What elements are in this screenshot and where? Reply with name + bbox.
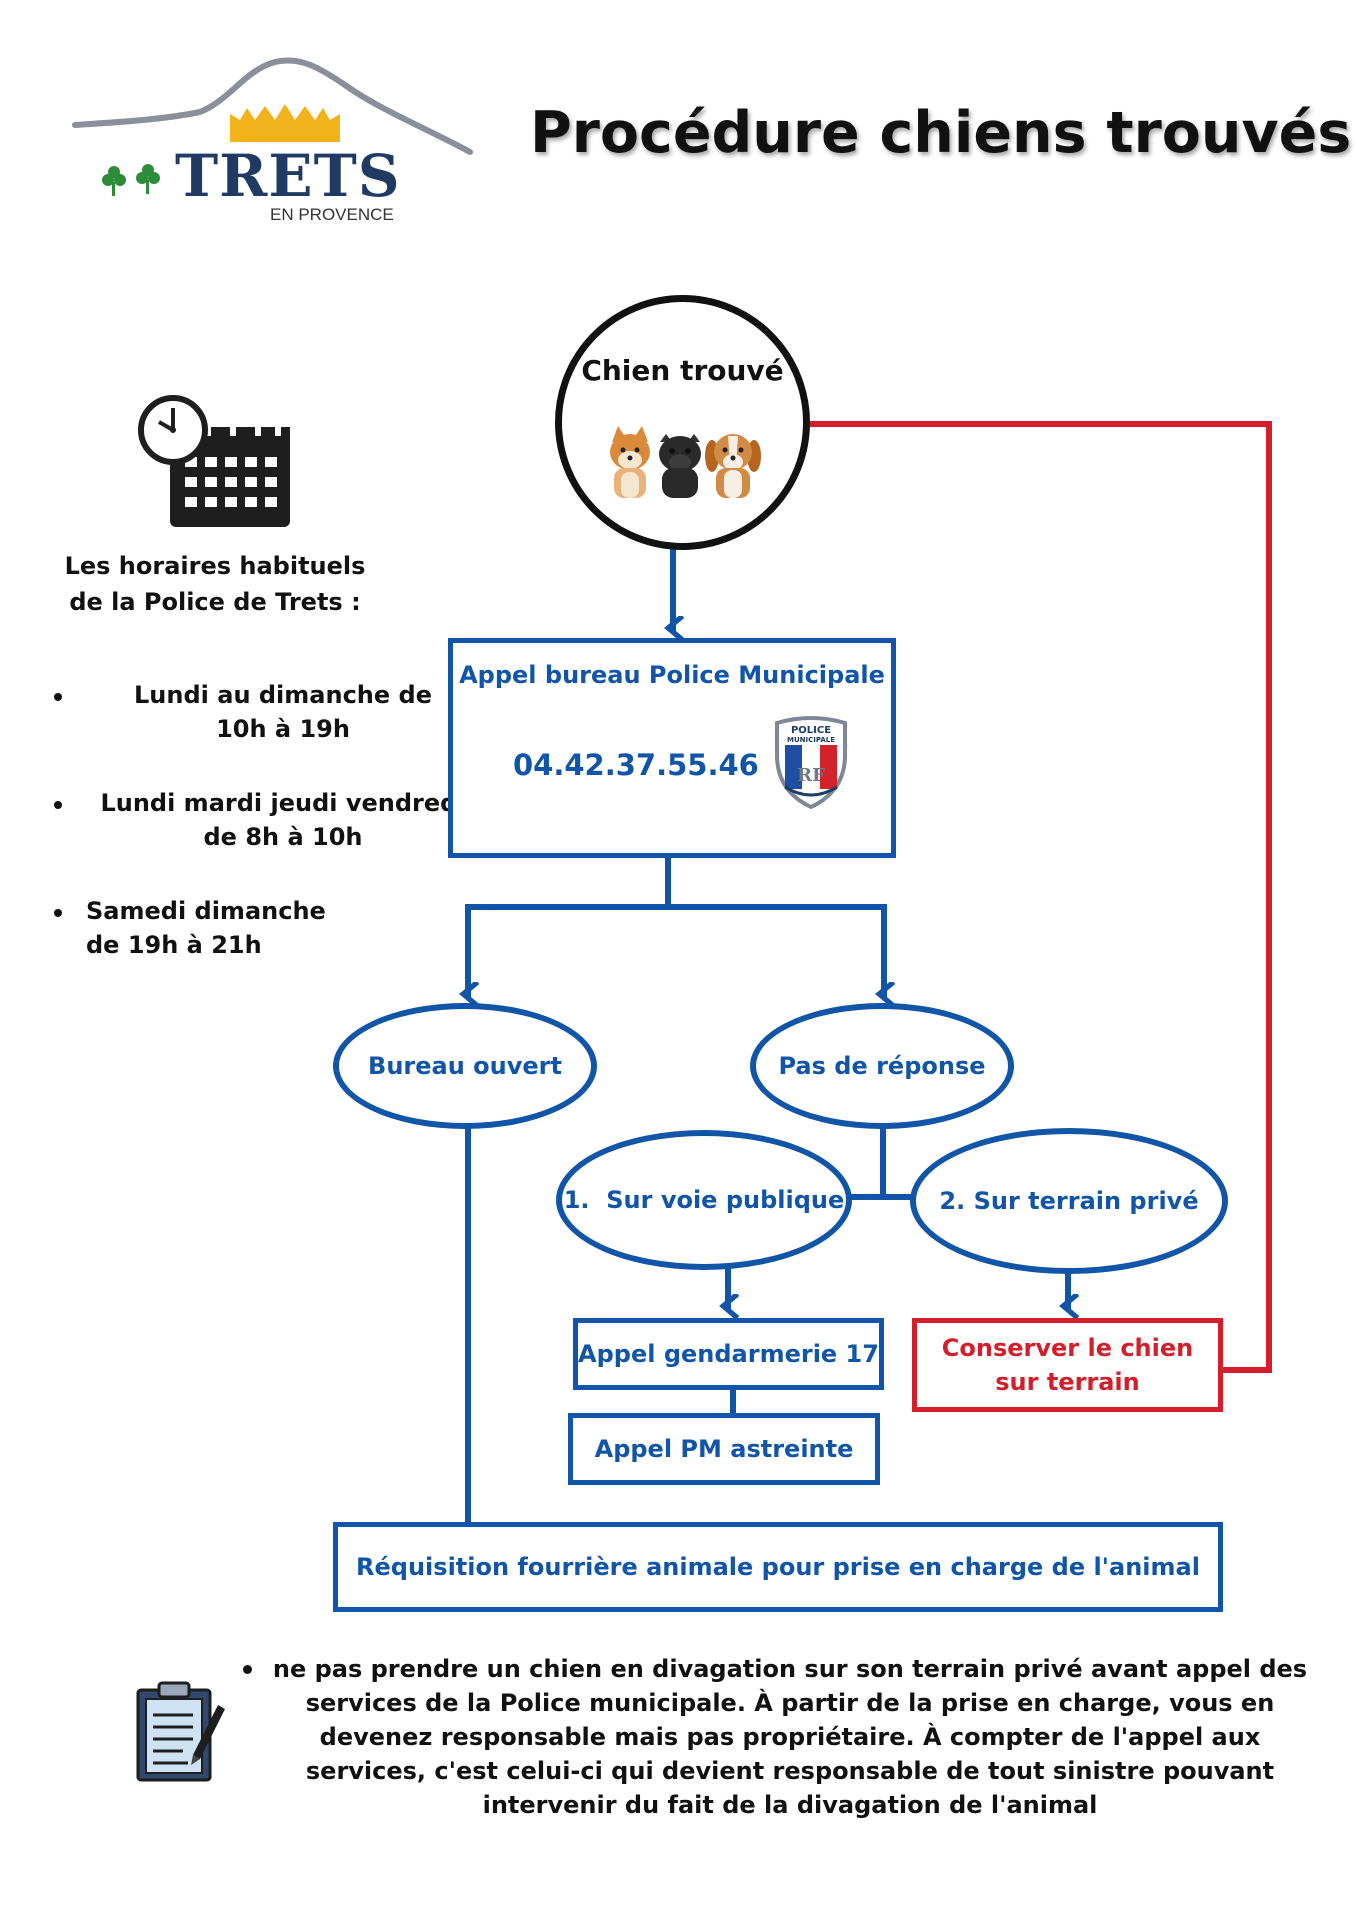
appel-police-box: Appel bureau Police Municipale 04.42.37.… (448, 638, 896, 858)
clover-icon (102, 164, 160, 196)
conserver-label: Conserver le chien sur terrain (941, 1334, 1194, 1396)
voie-publique-node: 1. Sur voie publique (556, 1130, 852, 1270)
police-badge-icon: RF POLICE MUNICIPALE (775, 716, 847, 810)
mountain-outline (72, 57, 473, 155)
page-title: Procédure chiens trouvés (530, 100, 1352, 166)
badge-line2: MUNICIPALE (787, 736, 835, 744)
note-text: ne pas prendre un chien en divagation su… (272, 1655, 1308, 1819)
phone-number: 04.42.37.55.46 (513, 748, 759, 782)
logo-name: TRETS (175, 142, 401, 210)
crown-icon (230, 104, 340, 142)
hours-title: Les horaires habituels de la Police de T… (40, 548, 390, 620)
calendar-clock-icon (138, 395, 290, 527)
svg-text:RF: RF (797, 765, 825, 786)
requisition-label: Réquisition fourrière animale pour prise… (356, 1553, 1200, 1581)
hours-item: Lundi au dimanche de 10h à 19h (50, 678, 480, 746)
voie-publique-label: 1. Sur voie publique (563, 1186, 845, 1214)
gendarmerie-label: Appel gendarmerie 17 (578, 1340, 879, 1368)
badge-text: POLICE MUNICIPALE (787, 725, 835, 744)
pas-de-reponse-label: Pas de réponse (778, 1052, 986, 1080)
pas-de-reponse-node: Pas de réponse (750, 1003, 1014, 1129)
hours-list: Lundi au dimanche de 10h à 19h Lundi mar… (50, 678, 480, 1002)
terrain-prive-node: 2. Sur terrain privé (910, 1128, 1228, 1274)
logo-subtitle: EN PROVENCE (270, 205, 394, 224)
red-connector (810, 421, 1272, 1373)
dogs-illustration (610, 426, 761, 498)
pm-astreinte-box: Appel PM astreinte (568, 1413, 880, 1485)
note-bullet (243, 1665, 252, 1674)
pm-astreinte-label: Appel PM astreinte (594, 1435, 854, 1463)
gendarmerie-box: Appel gendarmerie 17 (573, 1318, 884, 1390)
hours-title-line2: de la Police de Trets : (69, 588, 361, 616)
bureau-ouvert-label: Bureau ouvert (368, 1052, 562, 1080)
bureau-ouvert-node: Bureau ouvert (333, 1003, 597, 1129)
chien-trouve-label: Chien trouvé (581, 354, 784, 387)
hours-item: Lundi mardi jeudi vendredi de 8h à 10h (50, 786, 480, 854)
clipboard-icon (136, 1681, 225, 1782)
terrain-prive-label: 2. Sur terrain privé (939, 1187, 1199, 1215)
hours-title-line1: Les horaires habituels (64, 552, 366, 580)
conserver-box: Conserver le chien sur terrain (912, 1318, 1223, 1412)
badge-line1: POLICE (791, 725, 831, 736)
logo: TRETS EN PROVENCE (60, 40, 480, 240)
appel-police-title: Appel bureau Police Municipale (459, 661, 885, 689)
hours-item: Samedi dimanche de 19h à 21h (50, 894, 480, 962)
requisition-box: Réquisition fourrière animale pour prise… (333, 1522, 1223, 1612)
chien-trouve-node: Chien trouvé (555, 295, 810, 550)
